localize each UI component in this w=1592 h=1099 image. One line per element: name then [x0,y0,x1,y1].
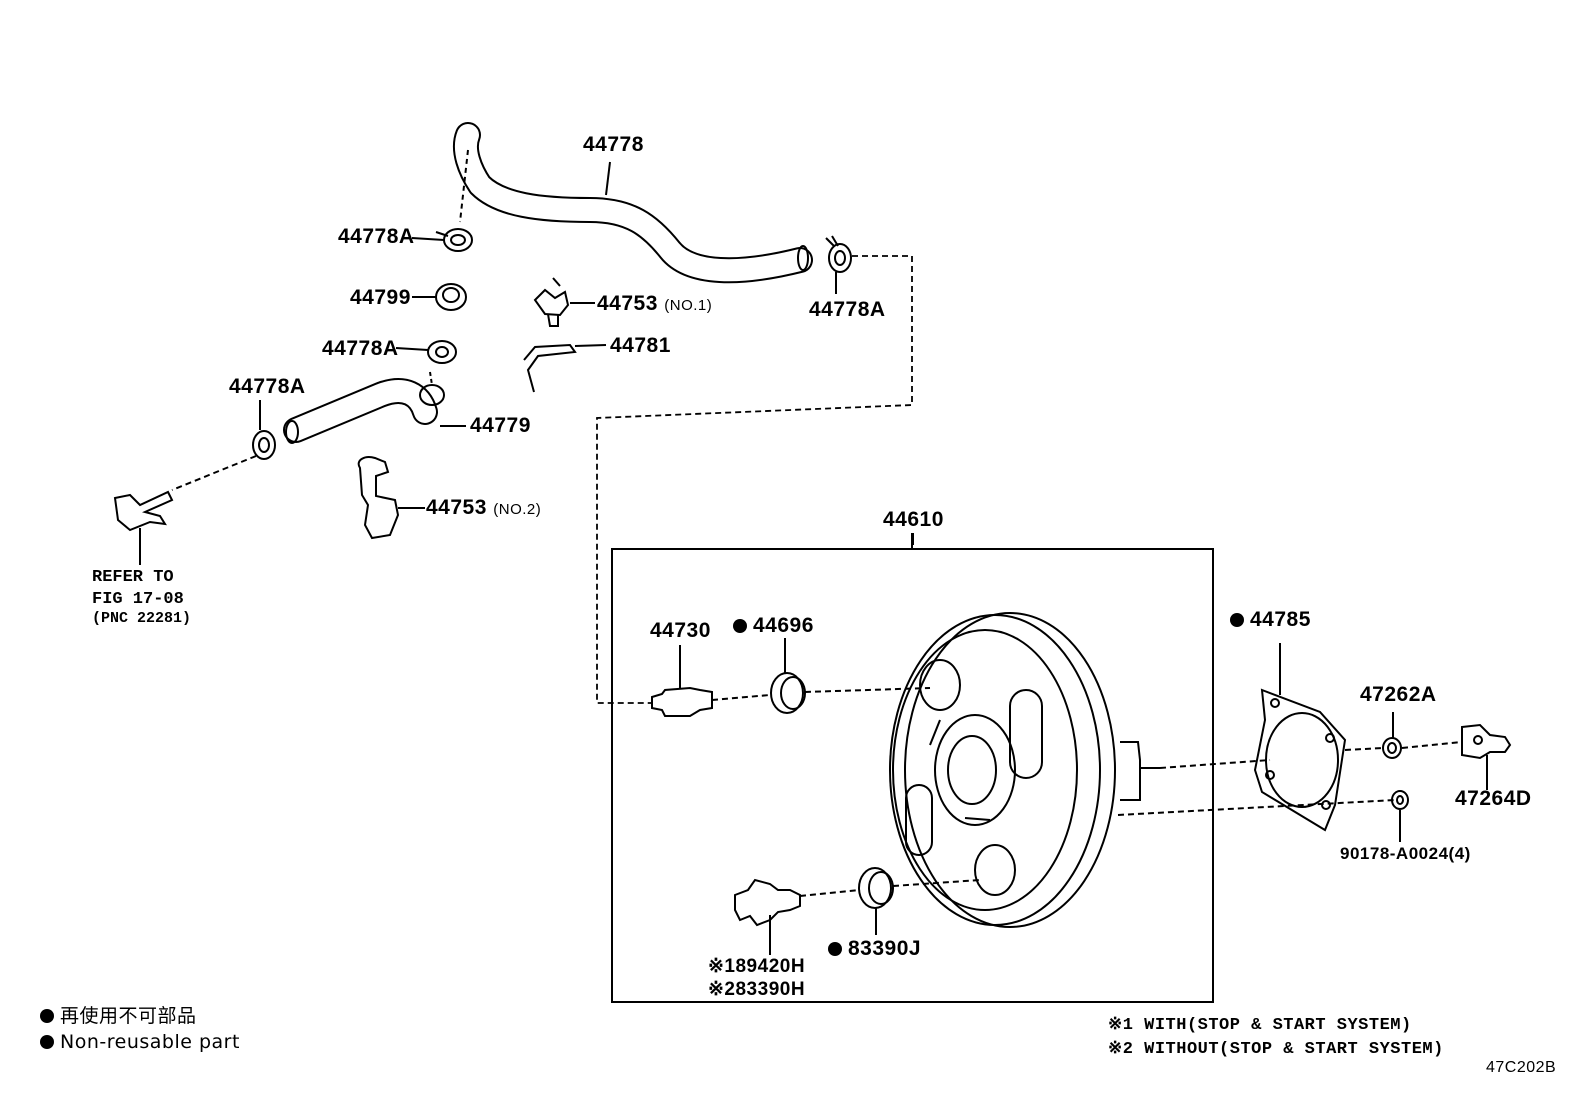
clamp-44778a-left-drawing [252,400,276,460]
label-44753-no2: 44753 (NO.2) [426,496,542,519]
clamp-44778a-mid-drawing [395,340,457,364]
brake-booster-drawing [889,612,1160,928]
figure-code: 47C202B [1486,1059,1557,1076]
bracket-44753-no1-drawing [533,277,595,327]
label-90178: 90178-A0024(4) [1340,844,1471,863]
nut-90178-drawing [1391,790,1409,842]
label-47264d: 47264D [1455,787,1532,810]
hose-44778-drawing [452,122,813,284]
hose-44779-drawing [283,371,466,444]
clevis-47264d-drawing [1461,723,1512,790]
note-without-stop-start: ※2 WITHOUT(STOP & START SYSTEM) [1108,1040,1444,1059]
bracket-44781-drawing [523,343,607,393]
gasket-44785-drawing [1253,643,1347,832]
clamp-44778a-right-drawing [825,235,852,294]
label-44753-no1: 44753 (NO.1) [597,292,713,315]
label-83390j: 83390J [828,938,921,959]
nut-47262a-drawing [1382,712,1402,759]
non-reusable-marker [733,619,747,633]
label-44730: 44730 [650,619,711,642]
label-44785: 44785 [1230,609,1311,630]
refer-line-3: (PNC 22281) [92,610,192,627]
check-valve-fitting-drawing [113,490,174,565]
legend-japanese: 再使用不可部品 [40,1007,197,1026]
legend-dot [40,1035,54,1049]
label-44799: 44799 [350,286,411,309]
legend-english: Non-reusable part [40,1033,240,1052]
label-44779: 44779 [470,414,531,437]
label-283390h: ※283390H [708,979,806,1000]
clamp-44778a-top-drawing [411,228,473,252]
label-44778a-mid: 44778A [322,337,399,360]
clip-44753-no2-drawing [357,456,425,540]
legend-dot [40,1009,54,1023]
label-47262a: 47262A [1360,683,1437,706]
sensor-189420h-drawing [734,878,801,955]
label-44696: 44696 [733,615,814,636]
label-44610: 44610 [883,508,944,531]
label-189420h: ※189420H [708,956,806,977]
non-reusable-marker [828,942,842,956]
label-44778a-left: 44778A [229,375,306,398]
label-44778a-right: 44778A [809,298,886,321]
grommet-44696-drawing [770,638,806,714]
note-with-stop-start: ※1 WITH(STOP & START SYSTEM) [1108,1016,1412,1035]
refer-line-1: REFER TO [92,568,174,587]
label-44778: 44778 [583,133,644,156]
label-44778a-top: 44778A [338,225,415,248]
grommet-83390j-drawing [858,867,894,935]
non-reusable-marker [1230,613,1244,627]
fitting-44730-drawing [651,645,713,717]
refer-line-2: FIG 17-08 [92,590,184,609]
grommet-44799-drawing [412,283,467,311]
label-44781: 44781 [610,334,671,357]
